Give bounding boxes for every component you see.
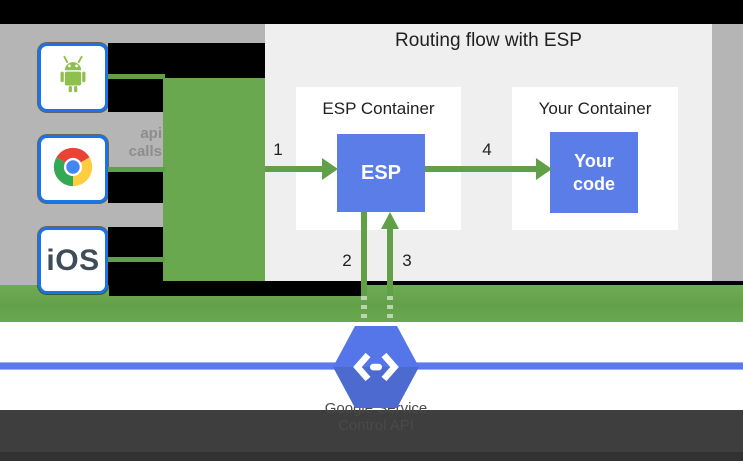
service-control-label-line2: Control API <box>338 417 414 434</box>
step-4-label: 4 <box>482 140 492 159</box>
your-code-label-line1: Your <box>574 150 614 171</box>
api-calls-label-line2: calls <box>128 143 162 160</box>
ios-label: iOS <box>46 243 100 277</box>
arrow-1-head <box>322 158 338 180</box>
service-control-hexagon-icon <box>333 326 419 408</box>
your-code-label-line2: code <box>572 173 615 194</box>
your-code-box: Your code <box>550 132 638 213</box>
android-connector-line <box>108 74 165 79</box>
code-brackets-glyph <box>353 352 399 382</box>
esp-container-title: ESP Container <box>322 99 435 118</box>
ios-connector-line <box>108 257 165 262</box>
right-gray-strip <box>712 24 743 281</box>
step-1-label: 1 <box>273 140 283 159</box>
android-icon <box>50 52 96 103</box>
service-control-label: Google Service Control API <box>276 400 476 434</box>
transparent-region <box>163 43 265 78</box>
arrow-3-shaft <box>387 229 393 296</box>
arrow-4-head <box>536 158 552 180</box>
arrow-3-dashed-segment <box>387 296 393 322</box>
chrome-connector-line <box>108 167 165 172</box>
step-3-label: 3 <box>402 251 412 270</box>
esp-box-label: ESP <box>360 161 402 184</box>
arrow-2-dashed-segment <box>361 296 367 322</box>
diagram-title: Routing flow with ESP <box>395 30 582 51</box>
your-container-title: Your Container <box>538 99 652 118</box>
ios-client-box: iOS <box>38 227 108 294</box>
api-calls-label: api calls <box>108 125 162 161</box>
transparent-region <box>109 281 361 296</box>
esp-box: ESP <box>337 134 425 212</box>
transparent-region <box>108 172 165 203</box>
arrow-1-shaft <box>265 166 322 172</box>
top-gray-band <box>163 24 265 43</box>
footer-dark-bar-edge <box>0 452 743 461</box>
api-calls-label-line1: api <box>140 125 162 142</box>
chrome-client-box <box>38 135 108 203</box>
arrow-4-shaft <box>425 166 537 172</box>
arrow-3-head <box>381 212 399 229</box>
transparent-region <box>108 227 165 285</box>
green-routing-vertical-bar <box>163 78 265 285</box>
arrow-2-shaft <box>361 212 367 296</box>
step-2-label: 2 <box>342 251 352 270</box>
service-control-label-line1: Google Service <box>324 400 428 417</box>
chrome-icon <box>50 144 96 195</box>
android-client-box <box>38 43 108 112</box>
